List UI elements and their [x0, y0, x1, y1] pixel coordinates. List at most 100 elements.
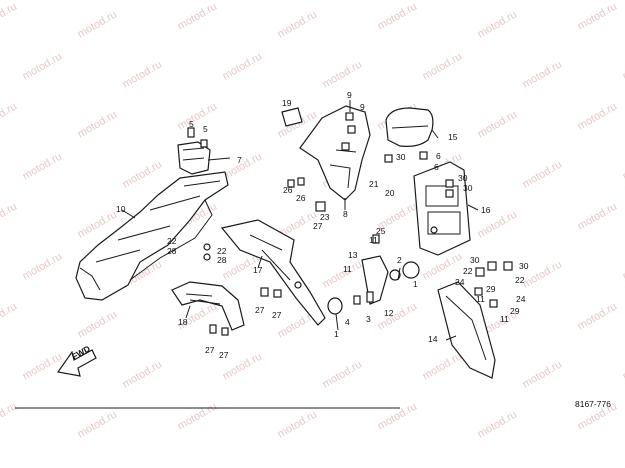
- leader-lines: [15, 100, 479, 409]
- watermark-text: motod.ru: [276, 408, 320, 440]
- callout-label: 26: [283, 185, 293, 195]
- callout-label: 22: [217, 246, 227, 256]
- watermark-text: motod.ru: [476, 108, 520, 140]
- watermark-text: motod.ru: [0, 200, 19, 232]
- callout-label: 27: [219, 350, 229, 360]
- watermark-text: motod.ru: [221, 150, 265, 182]
- callout-label: 19: [282, 98, 292, 108]
- callout-label: 30: [458, 173, 468, 183]
- callout-labels: 10 5 5 7 19 9 9 15 30 6 6 21 20 30 30 16…: [116, 90, 529, 360]
- watermark-text: motod.ru: [421, 50, 465, 82]
- watermark-text: motod.ru: [576, 300, 620, 332]
- callout-label: 11: [343, 264, 352, 274]
- watermark-text: motod.ru: [376, 400, 420, 432]
- part-7-bracket: [177, 127, 231, 175]
- callout-label: 4: [345, 317, 350, 327]
- callout-label: 29: [510, 306, 520, 316]
- callout-label: 26: [296, 193, 306, 203]
- watermark-text: motod.ru: [176, 0, 220, 32]
- callout-label: 22: [463, 266, 473, 276]
- callout-label: 14: [428, 334, 438, 344]
- watermark-text: motod.ru: [121, 358, 165, 390]
- part-14-side-cover: [437, 281, 496, 379]
- watermark-text: motod.ru: [21, 250, 65, 282]
- watermark-text: motod.ru: [521, 58, 565, 90]
- watermark-text: motod.ru: [21, 150, 65, 182]
- callout-label: 24: [455, 277, 465, 287]
- part-8-center-panel: [299, 105, 371, 201]
- callout-label: 27: [272, 310, 282, 320]
- watermark-text: motod.ru: [276, 8, 320, 40]
- callout-label: 11: [500, 314, 509, 324]
- watermark-text: motod.ru: [76, 408, 120, 440]
- watermark-text: motod.ru: [576, 100, 620, 132]
- callout-label: 16: [481, 205, 491, 215]
- watermark-text: motod.ru: [21, 50, 65, 82]
- watermark-text: motod.ru: [0, 100, 19, 132]
- callout-label: 25: [376, 226, 386, 236]
- watermark-text: motod.ru: [421, 350, 465, 382]
- callout-label: 28: [167, 246, 177, 256]
- watermark-text: motod.ru: [221, 50, 265, 82]
- watermark-text: motod.ru: [621, 350, 625, 382]
- callout-label: 30: [463, 183, 473, 193]
- callout-label: 2: [397, 255, 402, 265]
- part-15-tail-lens: [385, 107, 434, 147]
- watermark-text: motod.ru: [0, 300, 19, 332]
- callout-label: 7: [237, 155, 242, 165]
- watermark-text: motod.ru: [0, 400, 19, 432]
- part-16-plate-bracket: [413, 161, 471, 256]
- callout-label: 11: [369, 235, 378, 245]
- watermark-text: motod.ru: [376, 0, 420, 32]
- diagram-code: 8167-776: [575, 399, 611, 409]
- callout-label: 21: [369, 179, 379, 189]
- watermark-text: motod.ru: [621, 50, 625, 82]
- callout-label: 11: [476, 294, 485, 304]
- callout-label: 20: [385, 188, 395, 198]
- callout-label: 9: [360, 102, 365, 112]
- watermark-text: motod.ru: [121, 158, 165, 190]
- callout-label: 5: [203, 124, 208, 134]
- callout-label: 27: [313, 221, 323, 231]
- watermark-text: motod.ru: [521, 358, 565, 390]
- watermark-text: motod.ru: [176, 400, 220, 432]
- watermark-text: motod.ru: [476, 8, 520, 40]
- fwd-arrow: FWD: [56, 343, 97, 377]
- callout-label: 23: [320, 212, 330, 222]
- watermark-text: motod.ru: [576, 200, 620, 232]
- callout-label: 1: [413, 279, 418, 289]
- watermark-text: motod.ru: [576, 0, 620, 32]
- watermark-text: motod.ru: [76, 108, 120, 140]
- callout-label: 22: [167, 236, 177, 246]
- callout-label: 28: [217, 255, 227, 265]
- watermark-text: motod.ru: [0, 0, 19, 32]
- callout-label: 24: [516, 294, 526, 304]
- part-17-bracket: [220, 219, 326, 326]
- watermark-text: motod.ru: [376, 300, 420, 332]
- callout-label: 12: [384, 308, 394, 318]
- watermark-text: motod.ru: [521, 158, 565, 190]
- part-10-rear-fender: [75, 171, 229, 301]
- callout-label: 10: [116, 204, 126, 214]
- callout-label: 27: [205, 345, 215, 355]
- callout-label: 6: [434, 162, 439, 172]
- callout-label: 17: [253, 265, 263, 275]
- callout-label: 30: [519, 261, 529, 271]
- callout-label: 1: [334, 329, 339, 339]
- callout-label: 9: [347, 90, 352, 100]
- watermark-text: motod.ru: [21, 350, 65, 382]
- callout-label: 30: [470, 255, 480, 265]
- watermark-text: motod.ru: [621, 250, 625, 282]
- callout-label: 30: [396, 152, 406, 162]
- small-hardware: [203, 107, 513, 336]
- callout-label: 18: [178, 317, 188, 327]
- watermark-text: motod.ru: [321, 58, 365, 90]
- callout-label: 15: [448, 132, 458, 142]
- watermark-text: motod.ru: [621, 150, 625, 182]
- watermark-text: motod.ru: [76, 308, 120, 340]
- callout-label: 27: [255, 305, 265, 315]
- callout-label: 3: [366, 314, 371, 324]
- watermark-text: motod.ru: [476, 408, 520, 440]
- part-18-bracket: [171, 281, 245, 331]
